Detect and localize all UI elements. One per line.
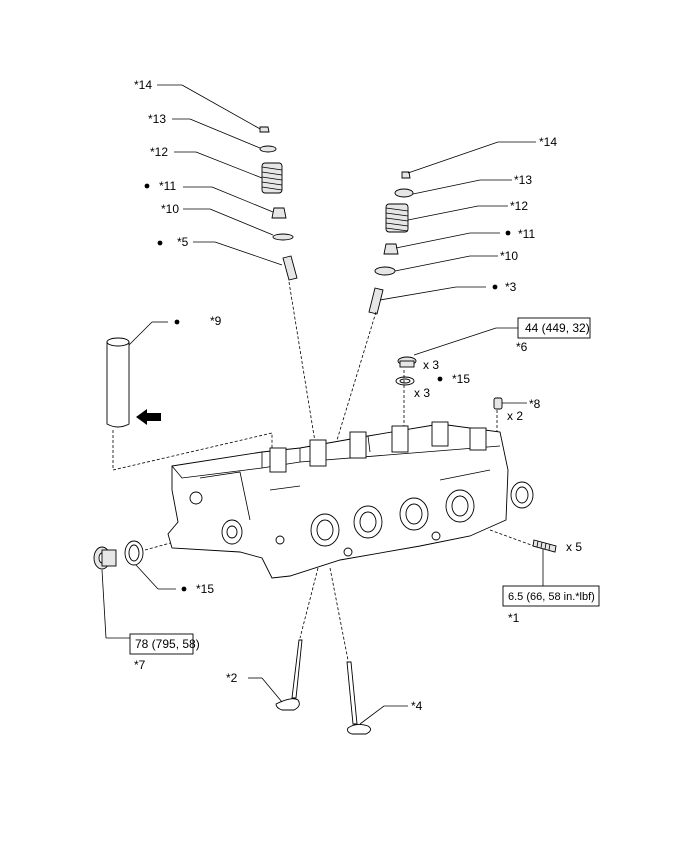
label-14-left: *14 <box>134 78 152 92</box>
label-12-right: *12 <box>510 199 528 213</box>
exhaust-valve-4 <box>346 661 408 735</box>
callout-labels: *14 *13 *12 *11 *10 *5 *9 *14 *13 *12 *1… <box>134 78 557 713</box>
label-12-left: *12 <box>150 145 168 159</box>
top-right-parts <box>395 327 527 410</box>
left-arrow-icon <box>136 409 161 425</box>
valve-guide-bush-left <box>282 255 298 281</box>
spring-retainer-right <box>394 188 414 198</box>
qty-pin: x 2 <box>507 409 523 423</box>
label-1: *1 <box>508 611 520 625</box>
spring-seat-left <box>272 233 294 241</box>
label-6: *6 <box>516 340 528 354</box>
straight-pin-8 <box>493 397 503 410</box>
torque-value-6: 44 (449, 32) <box>525 321 590 335</box>
cam-towers <box>269 421 487 473</box>
torque-value-7: 78 (795, 58) <box>135 637 200 651</box>
valve-keeper-left <box>259 126 270 133</box>
exhaust-ports <box>310 489 475 547</box>
non-reusable-dots <box>144 183 511 592</box>
alignment-lines <box>112 281 535 661</box>
stud-bolt-1 <box>532 539 557 586</box>
label-15-top: *15 <box>452 372 470 386</box>
valve-stem-oil-seal-right <box>383 243 399 255</box>
label-3: *3 <box>505 280 517 294</box>
left-valve-stack <box>157 84 298 281</box>
valve-guide-bush-right <box>368 287 384 315</box>
label-15-left: *15 <box>196 582 214 596</box>
qty-plug: x 3 <box>423 358 439 372</box>
label-10-right: *10 <box>500 249 518 263</box>
label-11-right: *11 <box>518 227 535 241</box>
label-10-left: *10 <box>161 202 179 216</box>
qty-gasket: x 3 <box>414 386 430 400</box>
cylinder-head <box>167 421 534 579</box>
torque-box-6: 44 (449, 32) <box>517 317 591 339</box>
torque-box-1: 6.5 (66, 58 in.*lbf) <box>502 585 600 607</box>
label-8: *8 <box>529 397 541 411</box>
spring-retainer-left <box>259 145 277 153</box>
label-5: *5 <box>177 235 189 249</box>
label-7: *7 <box>134 658 146 672</box>
torque-value-1: 6.5 (66, 58 in.*lbf) <box>508 591 595 603</box>
quantity-labels: x 3 x 3 x 2 x 5 <box>414 358 582 554</box>
label-14-right: *14 <box>539 135 557 149</box>
label-4: *4 <box>411 699 423 713</box>
label-13-left: *13 <box>148 112 166 126</box>
torque-box-7: 78 (795, 58) <box>129 633 200 655</box>
plug-7-assembly <box>93 540 176 639</box>
label-11-left: *11 <box>159 179 176 193</box>
valve-spring-left <box>261 162 283 194</box>
qty-stud: x 5 <box>566 540 582 554</box>
right-valve-stack <box>368 141 536 315</box>
label-2: *2 <box>226 671 238 685</box>
water-outlet <box>510 481 534 509</box>
valve-spring-right <box>385 203 409 233</box>
valve-keeper-right <box>401 171 411 179</box>
spring-seat-right <box>374 266 396 276</box>
label-9: *9 <box>210 314 222 328</box>
intake-valve-2 <box>248 639 303 711</box>
guide-tube-9 <box>106 321 168 428</box>
label-13-right: *13 <box>514 173 532 187</box>
valve-stem-oil-seal-left <box>271 207 287 219</box>
